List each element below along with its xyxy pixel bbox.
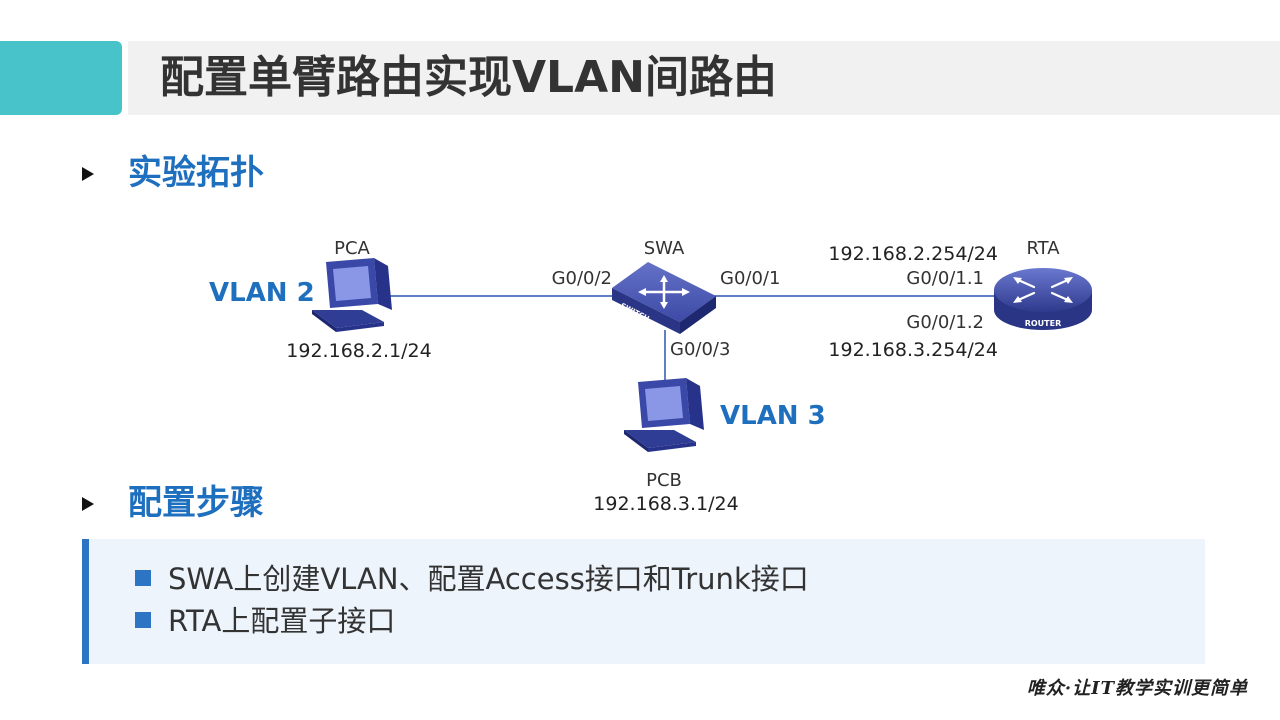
pcb-computer-icon [624, 378, 704, 452]
section-marker-icon [82, 167, 94, 181]
pcb-vlan-label: VLAN 3 [720, 401, 826, 431]
rta-badge: ROUTER [1025, 319, 1062, 328]
section-marker-icon [82, 497, 94, 511]
pca-computer-icon [312, 258, 392, 332]
rta-subport-1-label: G0/0/1.1 [906, 268, 984, 289]
slide-title: 配置单臂路由实现VLAN间路由 [160, 52, 777, 103]
pcb-name-label: PCB [646, 470, 682, 491]
step-item: SWA上创建VLAN、配置Access接口和Trunk接口 [135, 559, 809, 599]
pca-name-label: PCA [334, 238, 370, 259]
swa-port-g002-label: G0/0/2 [552, 268, 612, 289]
pca-ip-label: 192.168.2.1/24 [286, 340, 431, 362]
rta-router-icon: ROUTER [994, 268, 1092, 330]
pcb-ip-label: 192.168.3.1/24 [593, 493, 738, 515]
square-bullet-icon [135, 612, 151, 628]
swa-port-g001-label: G0/0/1 [720, 268, 780, 289]
rta-sub1-ip-label: 192.168.2.254/24 [828, 243, 998, 265]
swa-port-g003-label: G0/0/3 [670, 339, 730, 360]
pca-vlan-label: VLAN 2 [209, 278, 315, 308]
rta-sub2-ip-label: 192.168.3.254/24 [828, 339, 998, 361]
rta-subport-2-label: G0/0/1.2 [906, 312, 984, 333]
topology-diagram: SWITCH ROUTER PCA SWA RTA PCB [209, 238, 1092, 515]
footer-slogan: 唯众·让IT教学实训更简单 [1026, 678, 1248, 699]
steps-panel: SWA上创建VLAN、配置Access接口和Trunk接口 RTA上配置子接口 [82, 539, 1205, 664]
swa-name-label: SWA [644, 238, 685, 259]
step-item: RTA上配置子接口 [135, 601, 395, 641]
rta-name-label: RTA [1026, 238, 1060, 259]
title-accent-block [0, 41, 122, 115]
section-heading-steps: 配置步骤 [128, 483, 264, 523]
step-text: RTA上配置子接口 [168, 604, 396, 638]
swa-switch-icon: SWITCH [612, 262, 716, 334]
section-heading-topology: 实验拓扑 [128, 153, 264, 193]
step-text: SWA上创建VLAN、配置Access接口和Trunk接口 [168, 562, 809, 596]
title-bar [128, 41, 1280, 115]
square-bullet-icon [135, 570, 151, 586]
